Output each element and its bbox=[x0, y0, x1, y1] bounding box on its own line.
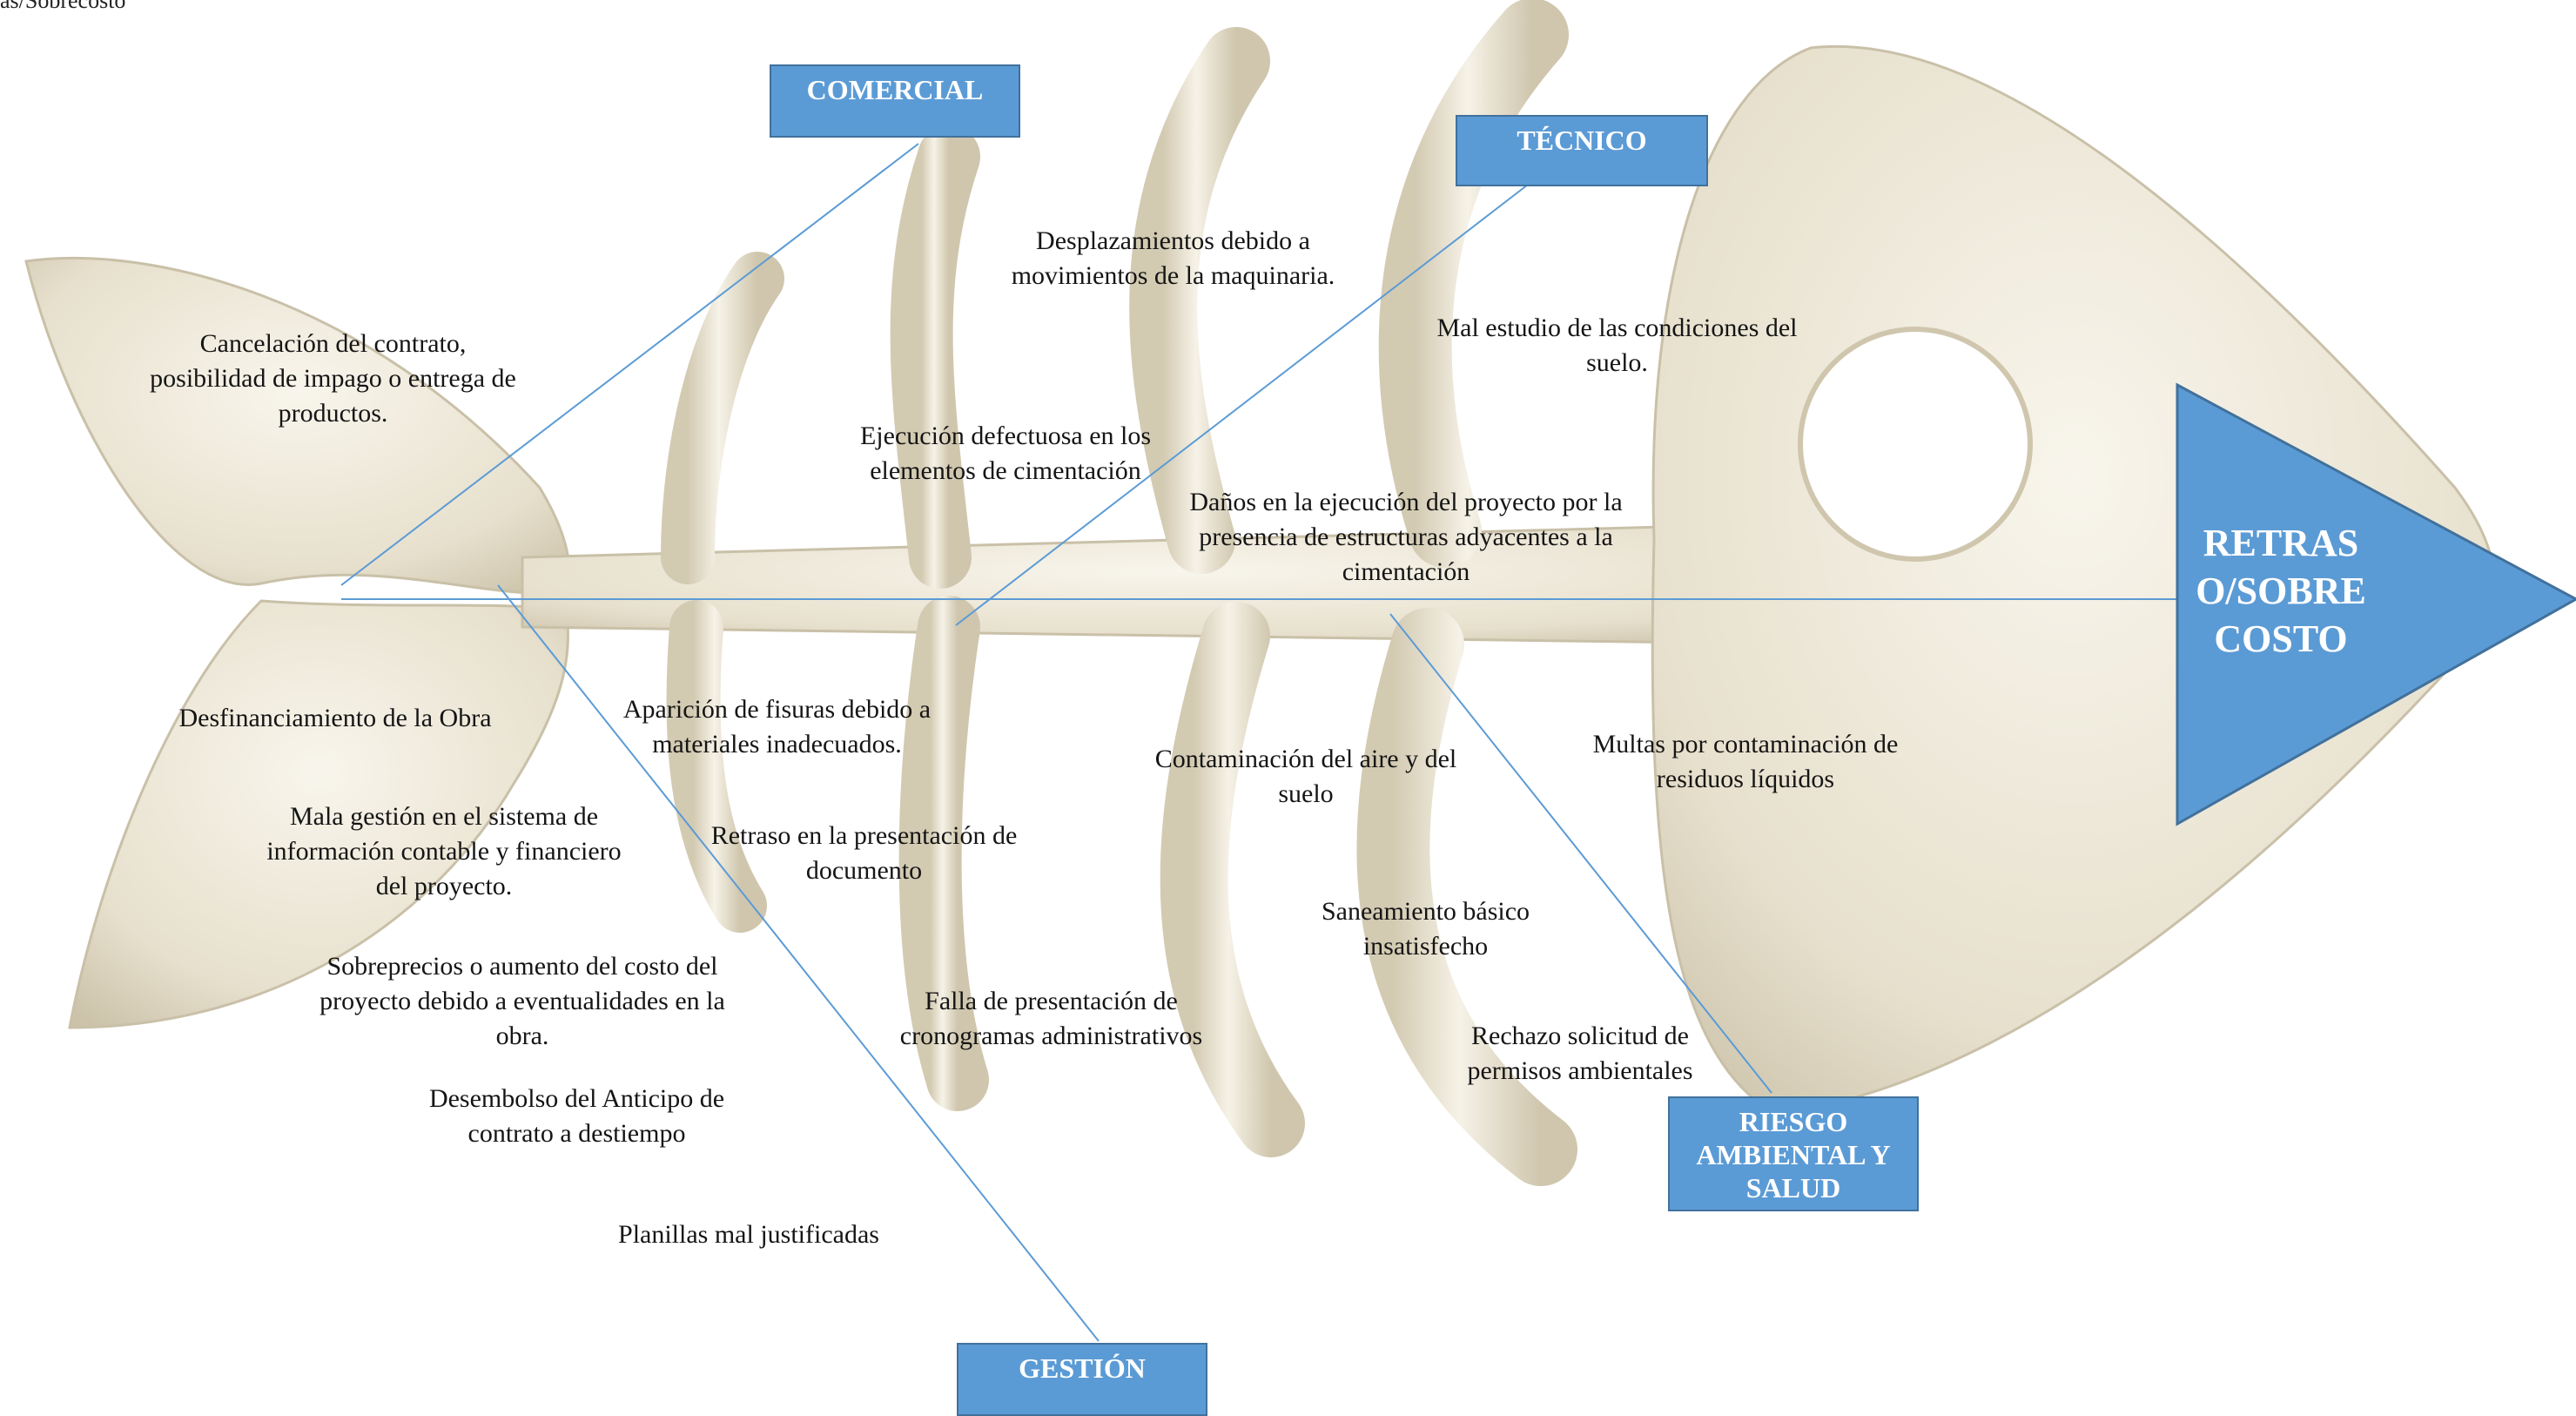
cause-saneamiento-basico: Saneamiento básico insatisfecho bbox=[1284, 894, 1567, 964]
cause-contaminacion-aire-suelo: Contaminación del aire y del suelo bbox=[1127, 742, 1484, 812]
upper-rib-2 bbox=[922, 157, 949, 557]
cause-desfinanciamiento: Desfinanciamiento de la Obra bbox=[148, 701, 522, 736]
cause-desembolso-anticipo: Desembolso del Anticipo de contrato a de… bbox=[409, 1082, 744, 1151]
corner-text: as/Sobrecosto bbox=[0, 0, 125, 14]
cause-fisuras-materiales: Aparición de fisuras debido a materiales… bbox=[596, 692, 958, 762]
fish-eye-hole bbox=[1800, 329, 2030, 559]
cause-rechazo-permisos: Rechazo solicitud de permisos ambientale… bbox=[1436, 1019, 1724, 1089]
cause-cancelacion-contrato: Cancelación del contrato, posibilidad de… bbox=[148, 327, 518, 431]
cause-sobreprecios: Sobreprecios o aumento del costo del pro… bbox=[300, 949, 744, 1054]
upper-rib-1 bbox=[688, 279, 757, 557]
cause-planillas: Planillas mal justificadas bbox=[557, 1217, 940, 1252]
category-gestion: GESTIÓN bbox=[957, 1343, 1207, 1416]
cause-mala-gestion-contable: Mala gestión en el sistema de informació… bbox=[248, 799, 640, 904]
cause-falla-cronogramas: Falla de presentación de cronogramas adm… bbox=[871, 984, 1232, 1054]
cause-multas-contaminacion: Multas por contaminación de residuos líq… bbox=[1563, 727, 1928, 797]
upper-rib-4 bbox=[1416, 35, 1532, 531]
cause-danos-estructuras-adyacentes: Daños en la ejecución del proyecto por l… bbox=[1171, 485, 1641, 590]
category-riesgo-ambiental-salud: RIESGO AMBIENTAL Y SALUD bbox=[1668, 1096, 1919, 1211]
effect-label: RETRAS O/SOBRE COSTO bbox=[2176, 519, 2385, 663]
cause-ejecucion-defectuosa: Ejecución defectuosa en los elementos de… bbox=[831, 419, 1180, 489]
cause-mal-estudio-suelo: Mal estudio de las condiciones del suelo… bbox=[1415, 311, 1819, 381]
cause-retraso-documento: Retraso en la presentación de documento bbox=[692, 819, 1036, 888]
cause-desplazamientos-maquinaria: Desplazamientos debido a movimientos de … bbox=[984, 224, 1362, 293]
category-comercial: COMERCIAL bbox=[770, 64, 1020, 138]
category-tecnico: TÉCNICO bbox=[1456, 115, 1708, 186]
